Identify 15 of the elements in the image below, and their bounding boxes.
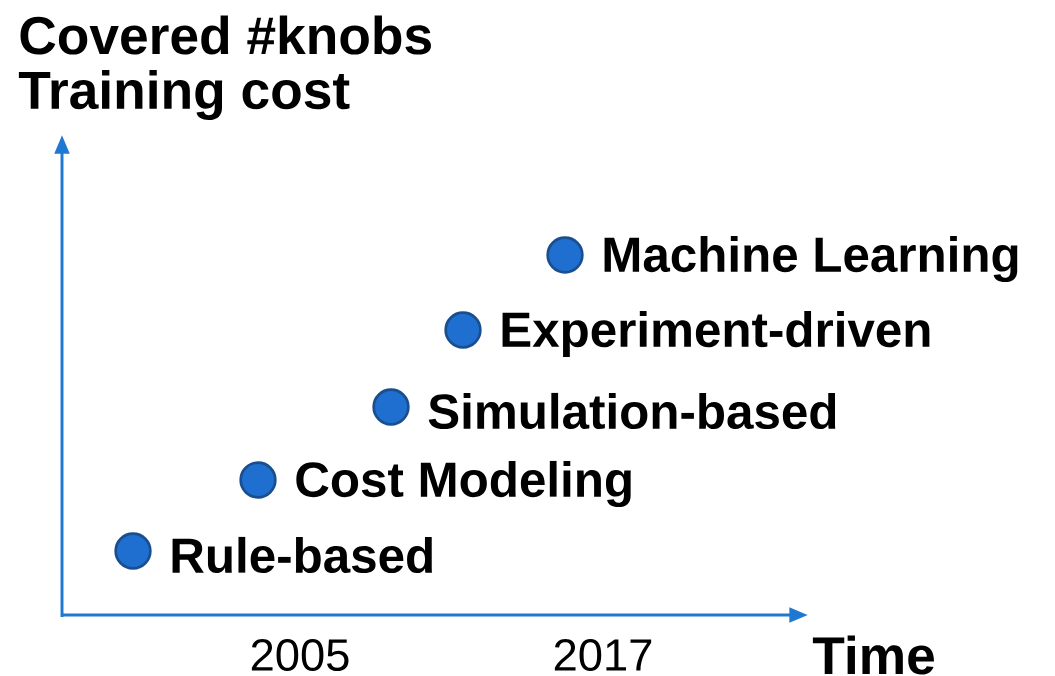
method-label: Cost Modeling	[296, 460, 631, 508]
method-label: Simulation-based	[428, 392, 836, 430]
tick-label: 2017	[554, 638, 652, 672]
axis-title: Time	[812, 635, 934, 675]
timeline-dot	[239, 461, 277, 499]
method-label: Experiment-driven	[502, 311, 930, 357]
method-label: Machine Learning	[604, 235, 1018, 283]
timeline-dot	[372, 388, 410, 426]
timeline-dot	[546, 236, 584, 274]
axis-title: Training cost	[18, 70, 350, 120]
tick-label: 2005	[251, 638, 349, 672]
timeline-dot	[444, 311, 482, 349]
method-label: Rule-based	[172, 536, 432, 574]
timeline-dot	[114, 532, 152, 570]
axis-title: Covered #knobs	[20, 15, 431, 55]
